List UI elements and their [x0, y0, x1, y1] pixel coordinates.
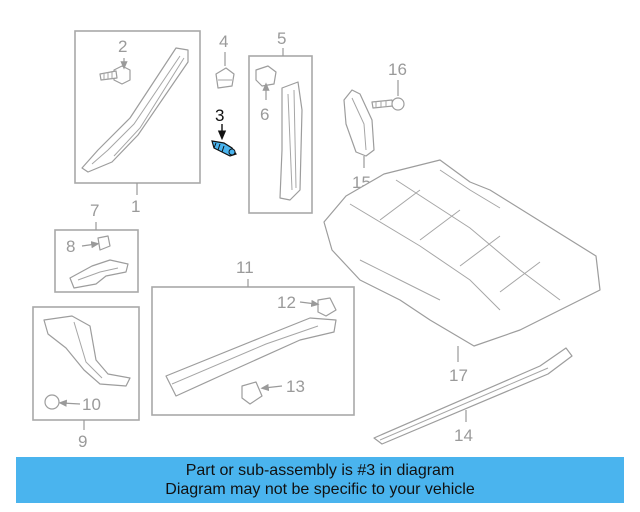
callout-11: 11: [236, 258, 254, 277]
bolt-part: [99, 65, 131, 85]
parts-diagram: 2 1 4 3 6 5 16: [32, 29, 601, 451]
clip-13-part: [241, 381, 263, 405]
part-4-clip: 4: [215, 32, 235, 89]
clip-10-part: [44, 394, 60, 410]
callout-13: 13: [286, 377, 305, 396]
group-11-sill-trim: 12 13 11: [151, 258, 355, 416]
callout-7: 7: [90, 201, 99, 220]
group-11-box: [151, 286, 355, 416]
callout-16: 16: [388, 60, 407, 79]
part-15-trim: 15: [343, 89, 375, 192]
callout-8: 8: [66, 237, 75, 256]
group-9-box: [32, 306, 140, 421]
callout-12: 12: [277, 293, 296, 312]
part-16-screw: 16: [371, 60, 407, 111]
callout-17: 17: [449, 366, 468, 385]
clip-12-part: [317, 297, 337, 317]
group-1-pillar-trim: 2 1: [74, 30, 201, 216]
callout-6: 6: [260, 105, 269, 124]
part-17-floor-pan: 17: [323, 159, 601, 385]
kick-panel-part: [43, 315, 131, 387]
part-3-fastener: 3: [211, 106, 237, 157]
info-banner: Part or sub-assembly is #3 in diagram Di…: [16, 457, 624, 503]
highlighted-fastener-icon: [211, 140, 237, 157]
callout-14: 14: [454, 426, 473, 445]
sill-trim-part: [165, 317, 337, 397]
group-9-kick-panel: 10 9: [32, 306, 140, 451]
callout-9: 9: [78, 432, 87, 451]
banner-line-1: Part or sub-assembly is #3 in diagram: [185, 462, 455, 479]
clip-6-part: [255, 65, 277, 87]
callout-1: 1: [131, 197, 140, 216]
callout-10: 10: [82, 395, 101, 414]
group-5-b-pillar: 6 5: [248, 29, 313, 214]
pillar-trim-part: [81, 47, 189, 173]
callout-4: 4: [219, 32, 228, 51]
bracket-part: [69, 259, 129, 289]
callout-3: 3: [215, 106, 224, 125]
b-pillar-trim-part: [279, 81, 303, 201]
callout-5: 5: [277, 29, 286, 48]
banner-line-2: Diagram may not be specific to your vehi…: [165, 481, 475, 498]
part-14-step-trim: 14: [373, 347, 573, 445]
callout-2: 2: [118, 37, 127, 56]
group-7-bracket: 8 7: [54, 201, 139, 293]
group-5-box: [248, 55, 313, 214]
clip-8-part: [97, 235, 111, 251]
